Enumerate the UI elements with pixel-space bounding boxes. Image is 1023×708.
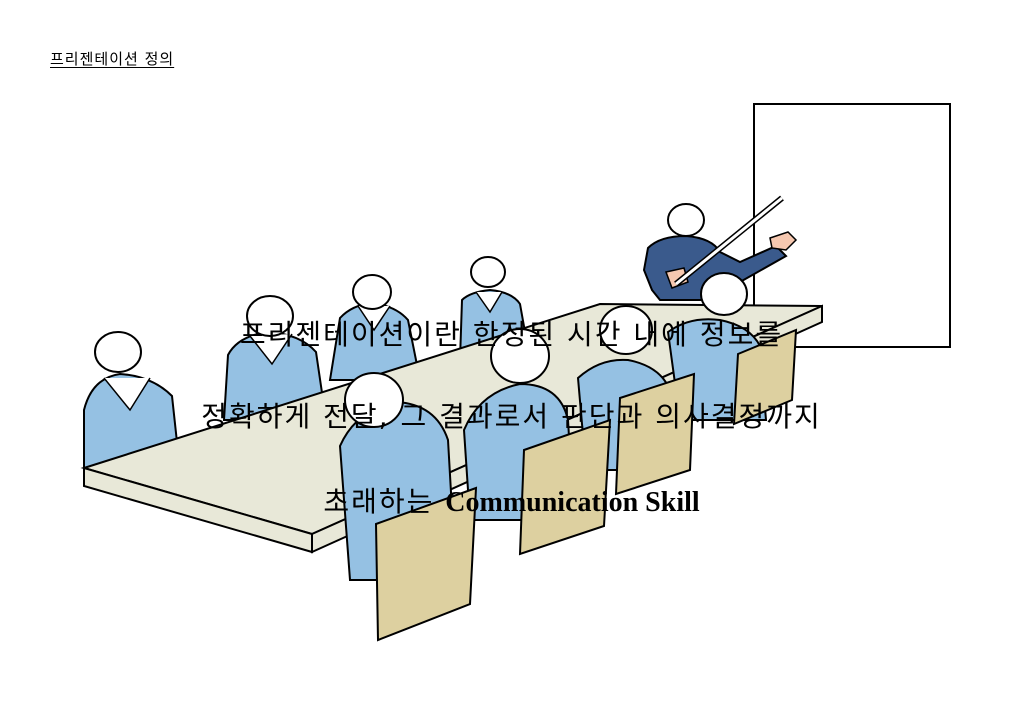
chair-front <box>374 486 478 642</box>
presenter-figure <box>642 195 798 301</box>
chair-right-mid <box>614 372 696 496</box>
definition-line-3-korean: 초래하는 <box>323 485 446 518</box>
communication-skill-text: Communication Skill <box>445 487 700 518</box>
page-heading: 프리젠테이션 정의 <box>50 50 175 68</box>
definition-line-3: 초래하는 Communication Skill <box>0 480 1023 520</box>
audience-member-back-3 <box>222 295 328 421</box>
definition-line-1: 프리젠테이션이란 한정된 시간 내에 정보를 <box>239 318 784 351</box>
definition-line-2: 정확하게 전달, 그 결과로서 판단과 의사결정까지 <box>201 400 822 433</box>
chair-right-far <box>732 328 798 426</box>
chair-center <box>518 418 612 556</box>
audience-member-back-2 <box>328 274 422 381</box>
